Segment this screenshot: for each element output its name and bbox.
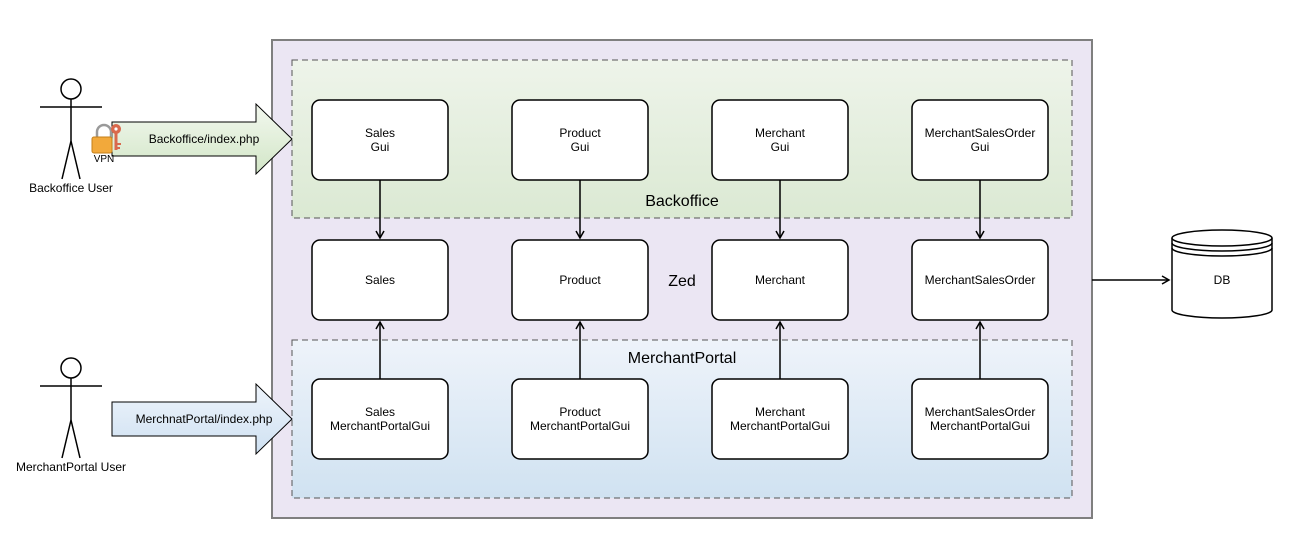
merchant-portal-entry-arrow-label: MerchnatPortal/index.php (136, 412, 273, 426)
vpn-label: VPN (94, 154, 115, 165)
portal-module-product-line1: Product (559, 405, 601, 419)
core-module-merchant[interactable]: Merchant (711, 239, 849, 321)
gui-module-sales[interactable]: Sales Gui (311, 99, 449, 181)
vpn-key-icon (111, 124, 121, 150)
portal-module-merchant-sales-order-line1: MerchantSalesOrder (925, 405, 1036, 419)
core-module-sales[interactable]: Sales (311, 239, 449, 321)
portal-module-product-line2: MerchantPortalGui (530, 419, 630, 433)
core-module-product[interactable]: Product (511, 239, 649, 321)
backoffice-entry-arrow-label: Backoffice/index.php (149, 132, 260, 146)
portal-module-merchant-line1: Merchant (755, 405, 806, 419)
core-module-merchant-label: Merchant (755, 273, 806, 287)
merchant-portal-entry-arrow[interactable]: MerchnatPortal/index.php (111, 382, 293, 456)
backoffice-zone-label: Backoffice (645, 193, 719, 210)
merchant-portal-zone-label: MerchantPortal (628, 350, 737, 367)
core-module-merchant-sales-order[interactable]: MerchantSalesOrder (911, 239, 1049, 321)
portal-module-merchant-sales-order-line2: MerchantPortalGui (930, 419, 1030, 433)
merchant-portal-user-actor[interactable] (40, 357, 102, 459)
gui-module-sales-line1: Sales (365, 126, 395, 140)
portal-module-merchant[interactable]: Merchant MerchantPortalGui (711, 378, 849, 460)
backoffice-entry-arrow[interactable]: Backoffice/index.php (111, 102, 293, 176)
gui-module-product-line2: Gui (571, 140, 590, 154)
backoffice-user-actor[interactable] (40, 78, 102, 180)
core-module-merchant-sales-order-label: MerchantSalesOrder (925, 273, 1036, 287)
backoffice-user-label: Backoffice User (29, 181, 113, 195)
gui-module-sales-line2: Gui (371, 140, 390, 154)
vpn-lock-icon (91, 123, 113, 154)
gui-module-product[interactable]: Product Gui (511, 99, 649, 181)
core-module-sales-label: Sales (365, 273, 395, 287)
merchant-portal-user-label: MerchantPortal User (16, 460, 126, 474)
portal-module-merchant-line2: MerchantPortalGui (730, 419, 830, 433)
portal-module-sales-line2: MerchantPortalGui (330, 419, 430, 433)
gui-module-merchant[interactable]: Merchant Gui (711, 99, 849, 181)
gui-module-merchant-sales-order-line1: MerchantSalesOrder (925, 126, 1036, 140)
portal-module-merchant-sales-order[interactable]: MerchantSalesOrder MerchantPortalGui (911, 378, 1049, 460)
database-label: DB (1214, 273, 1231, 287)
portal-module-sales[interactable]: Sales MerchantPortalGui (311, 378, 449, 460)
gui-module-merchant-line1: Merchant (755, 126, 806, 140)
portal-module-sales-line1: Sales (365, 405, 395, 419)
core-module-product-label: Product (559, 273, 601, 287)
gui-module-merchant-sales-order-line2: Gui (971, 140, 990, 154)
gui-module-merchant-sales-order[interactable]: MerchantSalesOrder Gui (911, 99, 1049, 181)
portal-module-product[interactable]: Product MerchantPortalGui (511, 378, 649, 460)
gui-module-merchant-line2: Gui (771, 140, 790, 154)
database-cylinder[interactable]: DB (1171, 229, 1273, 319)
zed-label: Zed (668, 273, 696, 290)
gui-module-product-line1: Product (559, 126, 601, 140)
